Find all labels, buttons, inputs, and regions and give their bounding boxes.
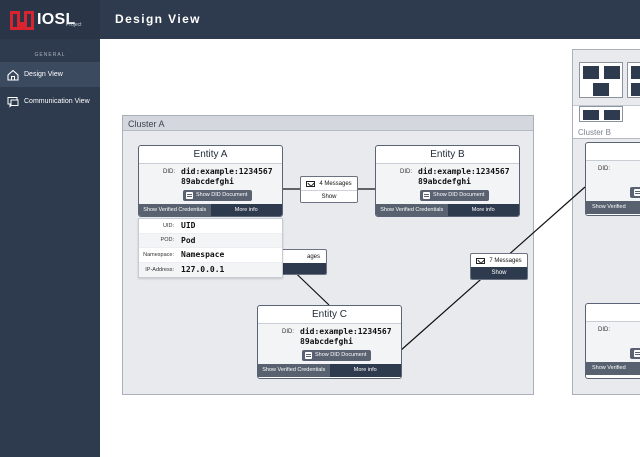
info-value: UID [181, 221, 196, 231]
entity-card-b[interactable]: Entity B DID: did:example:1234567 89abcd… [375, 145, 520, 217]
button-label: Show DID Document [196, 192, 248, 198]
entity-card-partial[interactable]: DID: Show Verified Credentials [585, 142, 640, 216]
info-key: POD: [160, 237, 174, 244]
message-count: ages [306, 253, 320, 260]
entity-title: Entity A [139, 146, 282, 164]
entity-title [586, 143, 640, 161]
show-messages-button[interactable]: Show [471, 267, 527, 279]
info-key: UID: [163, 222, 174, 229]
cluster-thumbnail [579, 106, 623, 122]
did-label: DID: [282, 329, 294, 335]
show-did-document-button[interactable]: Show DID Document [183, 190, 253, 201]
brand-subtitle: Project [66, 22, 82, 28]
info-value: Namespace [181, 250, 225, 260]
sidebar-item-design-view[interactable]: Design View [0, 62, 100, 87]
document-icon [423, 192, 430, 199]
more-info-button[interactable]: More info [447, 204, 519, 216]
cluster-thumbnail [579, 62, 623, 98]
info-row: IP-Address: 127.0.0.1 [139, 262, 282, 277]
did-value: did:example:1234567 89abcdefghi [300, 327, 392, 347]
message-count: 4 Messages [319, 180, 352, 187]
more-info-button[interactable]: More info [210, 204, 282, 216]
show-verified-credentials-button[interactable]: Show Verified Credentials [139, 204, 211, 216]
info-row: Namespace: Namespace [139, 248, 282, 263]
info-value: Pod [181, 235, 196, 245]
design-canvas[interactable]: Cluster B Cluster A Entity A DID: did:ex… [100, 39, 640, 457]
info-key: Namespace: [143, 251, 174, 258]
show-verified-credentials-button[interactable]: Show Verified Credentials [586, 362, 640, 375]
message-count: 7 Messages [489, 257, 522, 264]
message-box-cb[interactable]: 7 Messages Show [470, 253, 528, 280]
cluster-thumbnail [627, 62, 640, 98]
entity-title: Entity C [258, 306, 401, 324]
entity-card-partial[interactable]: DID: Show Verified Credentials [585, 303, 640, 379]
did-line: did:example:1234567 [418, 167, 510, 176]
did-line: 89abcdefghi [418, 177, 471, 186]
more-info-button[interactable]: More info [329, 364, 401, 377]
info-row: POD: Pod [139, 233, 282, 248]
info-key: IP-Address: [145, 266, 174, 273]
show-did-document-button[interactable] [630, 348, 640, 359]
document-icon [186, 192, 193, 199]
did-label: DID: [598, 166, 610, 172]
did-line: did:example:1234567 [181, 167, 273, 176]
top-bar: IOSL Project Design View [0, 0, 640, 39]
show-did-document-button[interactable] [630, 187, 640, 198]
did-value: did:example:1234567 89abcdefghi [181, 167, 273, 187]
info-row: UID: UID [139, 219, 282, 234]
entity-title [586, 304, 640, 322]
document-icon [634, 189, 640, 196]
message-box-ab[interactable]: 4 Messages Show [300, 176, 358, 203]
did-label: DID: [400, 169, 412, 175]
show-verified-credentials-button[interactable]: Show Verified Credentials [258, 364, 330, 377]
brand-name: IOSL [37, 11, 76, 28]
sidebar-item-label: Communication View [24, 98, 90, 105]
sidebar-item-label: Design View [24, 71, 63, 78]
did-line: 89abcdefghi [300, 337, 353, 346]
brand-logo-icon [10, 9, 34, 30]
show-did-document-button[interactable]: Show DID Document [420, 190, 490, 201]
show-verified-credentials-button[interactable]: Show Verified Credentials [376, 204, 448, 216]
info-value: 127.0.0.1 [181, 265, 225, 275]
page-title: Design View [115, 12, 201, 26]
sidebar-item-communication-view[interactable]: Communication View [0, 89, 100, 114]
show-did-document-button[interactable]: Show DID Document [302, 350, 372, 361]
envelope-icon [306, 180, 316, 187]
did-label: DID: [598, 327, 610, 333]
entity-card-a[interactable]: Entity A DID: did:example:1234567 89abcd… [138, 145, 283, 217]
logo-area: IOSL Project [0, 0, 100, 39]
did-line: did:example:1234567 [300, 327, 392, 336]
did-label: DID: [163, 169, 175, 175]
entity-info-panel: UID: UID POD: Pod Namespace: Namespace I… [138, 218, 283, 278]
envelope-icon [476, 257, 486, 264]
chat-icon [6, 95, 20, 109]
entity-title: Entity B [376, 146, 519, 164]
show-messages-button[interactable] [266, 263, 326, 274]
entity-card-c[interactable]: Entity C DID: did:example:1234567 89abcd… [257, 305, 402, 379]
show-messages-button[interactable]: Show [301, 190, 357, 202]
button-label: Show DID Document [315, 352, 367, 358]
show-verified-credentials-button[interactable]: Show Verified Credentials [586, 201, 640, 214]
document-icon [305, 352, 312, 359]
button-label: Show DID Document [433, 192, 485, 198]
did-value: did:example:1234567 89abcdefghi [418, 167, 510, 187]
cluster-label: Cluster A [123, 116, 533, 131]
sidebar-section-label: GENERAL [34, 52, 66, 58]
document-icon [634, 350, 640, 357]
did-line: 89abcdefghi [181, 177, 234, 186]
sidebar: GENERAL Design View Communication View [0, 39, 100, 457]
home-icon [6, 68, 20, 82]
